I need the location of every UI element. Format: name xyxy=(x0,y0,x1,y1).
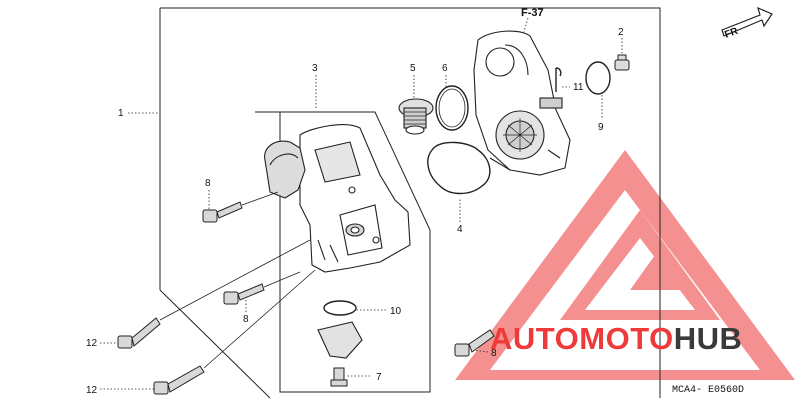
diagram-code: MCA4- E0560D xyxy=(672,385,744,396)
callout-4: 4 xyxy=(457,224,463,235)
callout-2: 2 xyxy=(618,27,624,38)
callout-8-lower: 8 xyxy=(491,348,497,359)
bolt-8-upper xyxy=(202,201,243,223)
callout-8-middle: 8 xyxy=(243,314,249,325)
callout-7: 7 xyxy=(376,372,382,383)
callout-12-lower: 12 xyxy=(86,385,98,396)
water-pump-body xyxy=(473,30,571,176)
thermostat xyxy=(398,98,434,135)
group-outline-3 xyxy=(255,111,431,393)
callout-12-upper: 12 xyxy=(86,338,98,349)
callout-11: 11 xyxy=(573,82,584,93)
cover-plate xyxy=(317,321,363,359)
retaining-pin xyxy=(555,67,562,92)
front-direction-label: FR xyxy=(723,26,740,41)
callout-3: 3 xyxy=(312,63,318,74)
front-direction-arrow: FR xyxy=(721,6,773,41)
watermark-part-auto: AUTO xyxy=(490,321,579,356)
bolt-12-lower xyxy=(153,365,205,395)
callout-5: 5 xyxy=(410,63,416,74)
group-outline-1 xyxy=(160,7,661,398)
watermark-part-hub: HUB xyxy=(674,321,743,356)
callout-1: 1 xyxy=(118,108,124,119)
thermostat-o-ring xyxy=(435,85,469,131)
leader-lines xyxy=(100,17,623,390)
bolt-12-upper xyxy=(117,317,161,349)
watermark-logo xyxy=(455,150,795,380)
bolt-8-middle xyxy=(223,283,265,305)
callout-10: 10 xyxy=(390,306,402,317)
watermark-part-moto: MOTO xyxy=(579,321,673,356)
drain-bolt xyxy=(614,54,630,71)
callout-9: 9 xyxy=(598,122,604,133)
group-outline-1-diag xyxy=(159,289,271,399)
callout-8-upper: 8 xyxy=(205,178,211,189)
callout-6: 6 xyxy=(442,63,448,74)
watermark-text: AUTOMOTOHUB xyxy=(490,321,742,356)
pump-gasket xyxy=(427,141,491,195)
water-pump-cover xyxy=(264,124,411,273)
reference-label: F-37 xyxy=(521,7,544,19)
assembly-guides xyxy=(159,191,316,369)
bolt-7 xyxy=(330,367,348,387)
o-ring-9 xyxy=(585,61,611,95)
o-ring-10 xyxy=(323,300,357,316)
bolt-8-lower xyxy=(454,329,495,357)
